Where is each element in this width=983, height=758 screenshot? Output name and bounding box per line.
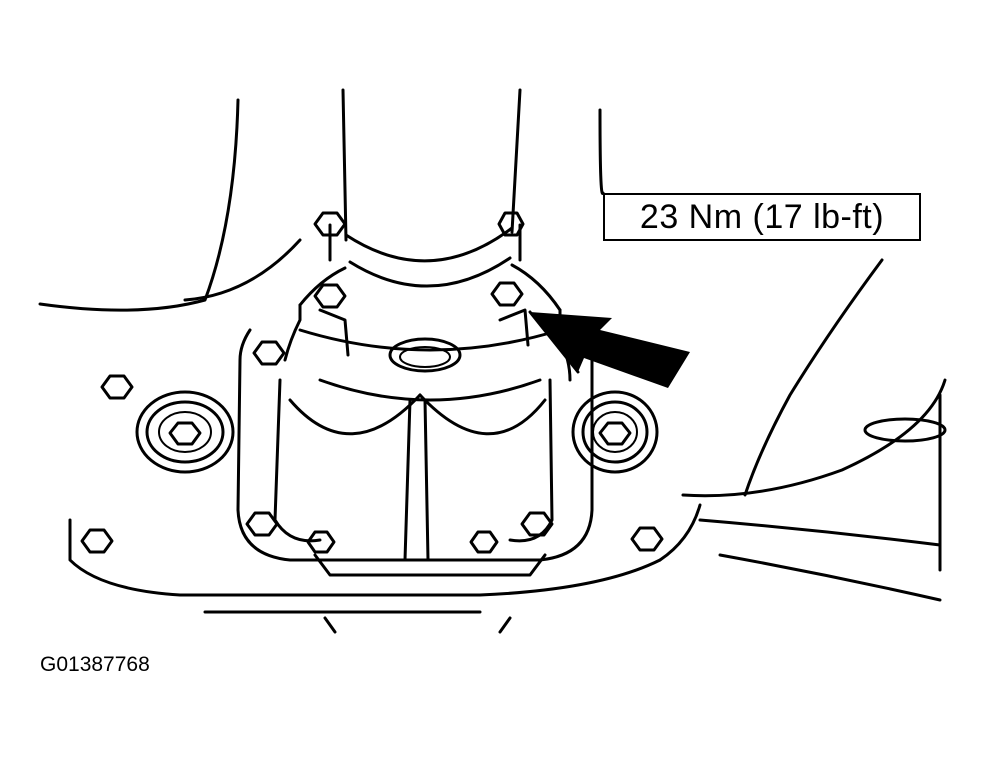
bolt-icon [598, 421, 632, 446]
bolt-icon [490, 281, 524, 307]
access-hole [863, 417, 947, 443]
bolts [80, 211, 664, 554]
bolt-icon [630, 526, 664, 552]
bolt-icon [80, 528, 114, 554]
bolt-icon [520, 511, 554, 537]
left-mount [135, 390, 235, 474]
floor-pan-outline [38, 98, 947, 634]
bolt-icon [313, 211, 347, 237]
torque-spec-label: 23 Nm (17 lb-ft) [639, 197, 885, 236]
bolt-icon [497, 211, 525, 237]
bolt-icon [100, 374, 134, 400]
driveshaft-tube [341, 88, 522, 288]
bolt-icon [168, 421, 202, 446]
differential-housing [236, 223, 594, 577]
bolt-icon [469, 530, 499, 554]
callout-arrow [528, 310, 690, 388]
right-mount [571, 390, 659, 474]
bolt-icon [306, 530, 336, 554]
bolt-icon [313, 283, 347, 309]
bolt-icon [252, 340, 286, 366]
bolt-icon [245, 511, 279, 537]
figure-id-label: G01387768 [40, 653, 150, 676]
torque-callout-box: 23 Nm (17 lb-ft) [603, 193, 921, 241]
